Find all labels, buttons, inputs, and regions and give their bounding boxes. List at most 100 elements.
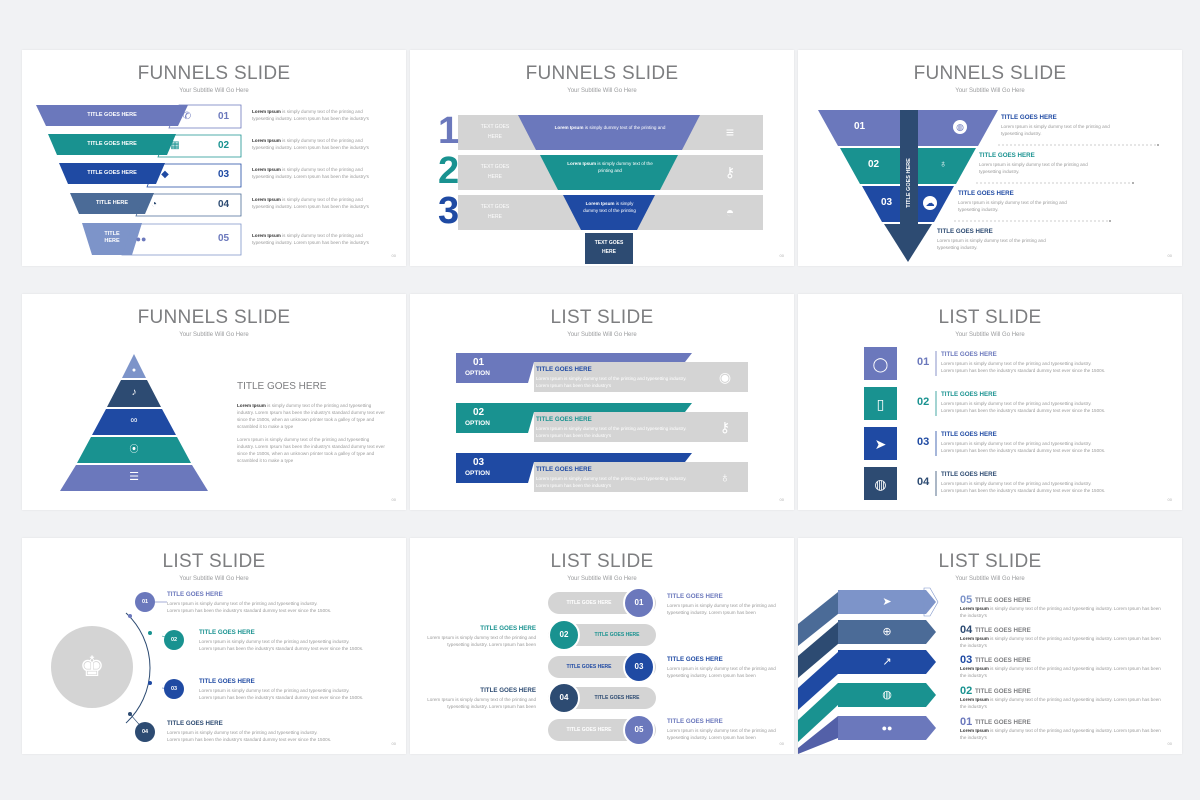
pill-title-3: TITLE GOES HERE (667, 656, 723, 663)
ribbon-title-1: TITLE GOES HERE (975, 719, 1031, 726)
ribbon-desc-5: Lorem Ipsum is simply dummy text of the … (960, 606, 1161, 618)
pill-rows (548, 587, 656, 746)
list2-desc-2: Lorem Ipsum is simply dummy text of the … (941, 401, 1106, 413)
list2-title-1: TITLE GOES HERE (941, 351, 997, 358)
list2-title-3: TITLE GOES HERE (941, 431, 997, 438)
slide-list-4[interactable]: LIST SLIDE Your Subtitle Will Go Here 01… (410, 538, 794, 754)
vertical-title: TITLE GOES HERE (906, 158, 912, 208)
eye-icon: ◉ (718, 369, 732, 385)
pyramid-title: TITLE GOES HERE (237, 381, 327, 392)
slide-title: FUNNELS SLIDE (137, 307, 291, 328)
arc-title-2: TITLE GOES HERE (199, 629, 255, 636)
arc-desc-4: Lorem Ipsum is simply dummy text of the … (167, 730, 332, 742)
funnel-desc-5: Lorem Ipsum is simply dummy text of the … (252, 233, 369, 245)
funnel-desc-4: Lorem Ipsum is simply dummy text of the … (252, 197, 369, 209)
funnel-text-2: Lorem Ipsum is simply dummy text of the … (567, 161, 653, 173)
arc-number-4: 04 (141, 729, 149, 735)
funnel-text-3: Lorem Ipsum is simply dummy text of the … (583, 201, 636, 213)
cloud-icon: ☁ (923, 196, 937, 210)
users-icon: ●● (135, 233, 147, 244)
slide-funnels-3[interactable]: FUNNELS SLIDE Your Subtitle Will Go Here… (798, 50, 1182, 266)
page-number: 00 (1167, 741, 1172, 746)
slide-title: LIST SLIDE (938, 551, 1042, 572)
arc-desc-2: Lorem Ipsum is simply dummy text of the … (199, 639, 364, 651)
coins-icon: ⦿ (129, 443, 139, 454)
inv-desc-4: Lorem Ipsum is simply dummy text of the … (937, 238, 1046, 250)
inv-title-3: TITLE GOES HERE (958, 190, 1014, 197)
slide-subtitle: Your Subtitle Will Go Here (955, 88, 1025, 94)
inv-number-3: 03 (881, 197, 893, 208)
page-number: 00 (779, 253, 784, 258)
option-label-1: OPTION (465, 370, 490, 377)
inv-desc-3: Lorem Ipsum is simply dummy text of the … (958, 200, 1067, 212)
clock-icon: ◔ (150, 199, 158, 210)
option-label-2: OPTION (465, 420, 490, 427)
pill-label-2: TITLE GOES HERE (594, 632, 640, 638)
funnel-label-5-b: HERE (104, 238, 120, 244)
page-number: 00 (1167, 497, 1172, 502)
list2-desc-1: Lorem Ipsum is simply dummy text of the … (941, 361, 1106, 373)
page-number: 00 (779, 741, 784, 746)
funnel-desc-3: Lorem Ipsum is simply dummy text of the … (252, 167, 369, 179)
pill-desc-5: Lorem Ipsum is simply dummy text of the … (667, 728, 776, 740)
funnel-label-5-a: TITLE (104, 231, 120, 237)
slide-subtitle: Your Subtitle Will Go Here (567, 332, 637, 338)
slide-title: FUNNELS SLIDE (137, 63, 291, 84)
pill-desc-3: Lorem Ipsum is simply dummy text of the … (667, 666, 776, 678)
pyramid (60, 354, 208, 491)
globe-icon: ◍ (953, 120, 967, 134)
option-title-3: TITLE GOES HERE (536, 466, 592, 473)
key-icon: ⚷ (719, 419, 731, 435)
pyramid-desc-1: Lorem Ipsum is simply dummy text of the … (237, 403, 385, 429)
coins-icon: ≡ (725, 124, 735, 140)
slide-title: LIST SLIDE (162, 551, 266, 572)
slide-funnels-4[interactable]: FUNNELS SLIDE Your Subtitle Will Go Here… (22, 294, 406, 510)
option-number-1: 01 (473, 357, 485, 368)
pill-label-3: TITLE GOES HERE (566, 664, 612, 670)
pill-desc-4: Lorem Ipsum is simply dummy text of the … (427, 697, 536, 709)
phone-icon: ✆ (182, 111, 192, 122)
inv-desc-1: Lorem Ipsum is simply dummy text of the … (1001, 124, 1110, 136)
text-here-3: HERE (488, 214, 502, 220)
slide-subtitle: Your Subtitle Will Go Here (955, 576, 1025, 582)
inv-title-2: TITLE GOES HERE (979, 152, 1035, 159)
pill-title-4: TITLE GOES HERE (480, 687, 536, 694)
pill-desc-1: Lorem Ipsum is simply dummy text of the … (667, 603, 776, 615)
funnel-desc-1: Lorem Ipsum is simply dummy text of the … (252, 109, 369, 121)
page-number: 00 (391, 741, 396, 746)
bell-icon: ♪ (131, 387, 137, 398)
chart-icon: ↗ (882, 655, 892, 668)
funnel-label-1: TITLE GOES HERE (87, 112, 137, 118)
funnel-shapes (36, 104, 242, 256)
slide-list-3[interactable]: LIST SLIDE Your Subtitle Will Go Here ♚ … (22, 538, 406, 754)
globe-icon: ◍ (874, 475, 887, 492)
slide-title: LIST SLIDE (550, 307, 654, 328)
option-title-2: TITLE GOES HERE (536, 416, 592, 423)
pill-number-4: 04 (559, 693, 569, 702)
slide-subtitle: Your Subtitle Will Go Here (179, 576, 249, 582)
slide-funnels-1[interactable]: FUNNELS SLIDE Your Subtitle Will Go Here… (22, 50, 406, 266)
slide-subtitle: Your Subtitle Will Go Here (179, 332, 249, 338)
slide-funnels-2[interactable]: FUNNELS SLIDE Your Subtitle Will Go Here… (410, 50, 794, 266)
slide-list-5[interactable]: LIST SLIDE Your Subtitle Will Go Here ➤ … (798, 538, 1182, 754)
slide-list-2[interactable]: LIST SLIDE Your Subtitle Will Go Here ◯ … (798, 294, 1182, 510)
pill-number-3: 03 (634, 662, 644, 671)
ribbon-title-3: TITLE GOES HERE (975, 657, 1031, 664)
page-number: 00 (1167, 253, 1172, 258)
pill-number-1: 01 (634, 598, 644, 607)
arc-title-3: TITLE GOES HERE (199, 678, 255, 685)
pyramid-desc-2: Lorem Ipsum is simply dummy text of the … (237, 437, 385, 463)
arc-desc-1: Lorem Ipsum is simply dummy text of the … (167, 601, 332, 613)
arc-number-1: 01 (141, 599, 149, 605)
slide-list-1[interactable]: LIST SLIDE Your Subtitle Will Go Here 01… (410, 294, 794, 510)
slide-subtitle: Your Subtitle Will Go Here (567, 576, 637, 582)
funnel-number-1: 01 (218, 111, 230, 122)
big-number-2: 2 (438, 150, 460, 192)
slide-subtitle: Your Subtitle Will Go Here (567, 88, 637, 94)
funnel-label-2: TITLE GOES HERE (87, 141, 137, 147)
send-icon: ➤ (874, 435, 887, 452)
pill-label-5: TITLE GOES HERE (566, 727, 612, 733)
big-number-1: 1 (438, 110, 460, 152)
trophy-icon: ♚ (79, 651, 105, 682)
inv-desc-2: Lorem Ipsum is simply dummy text of the … (979, 162, 1088, 174)
